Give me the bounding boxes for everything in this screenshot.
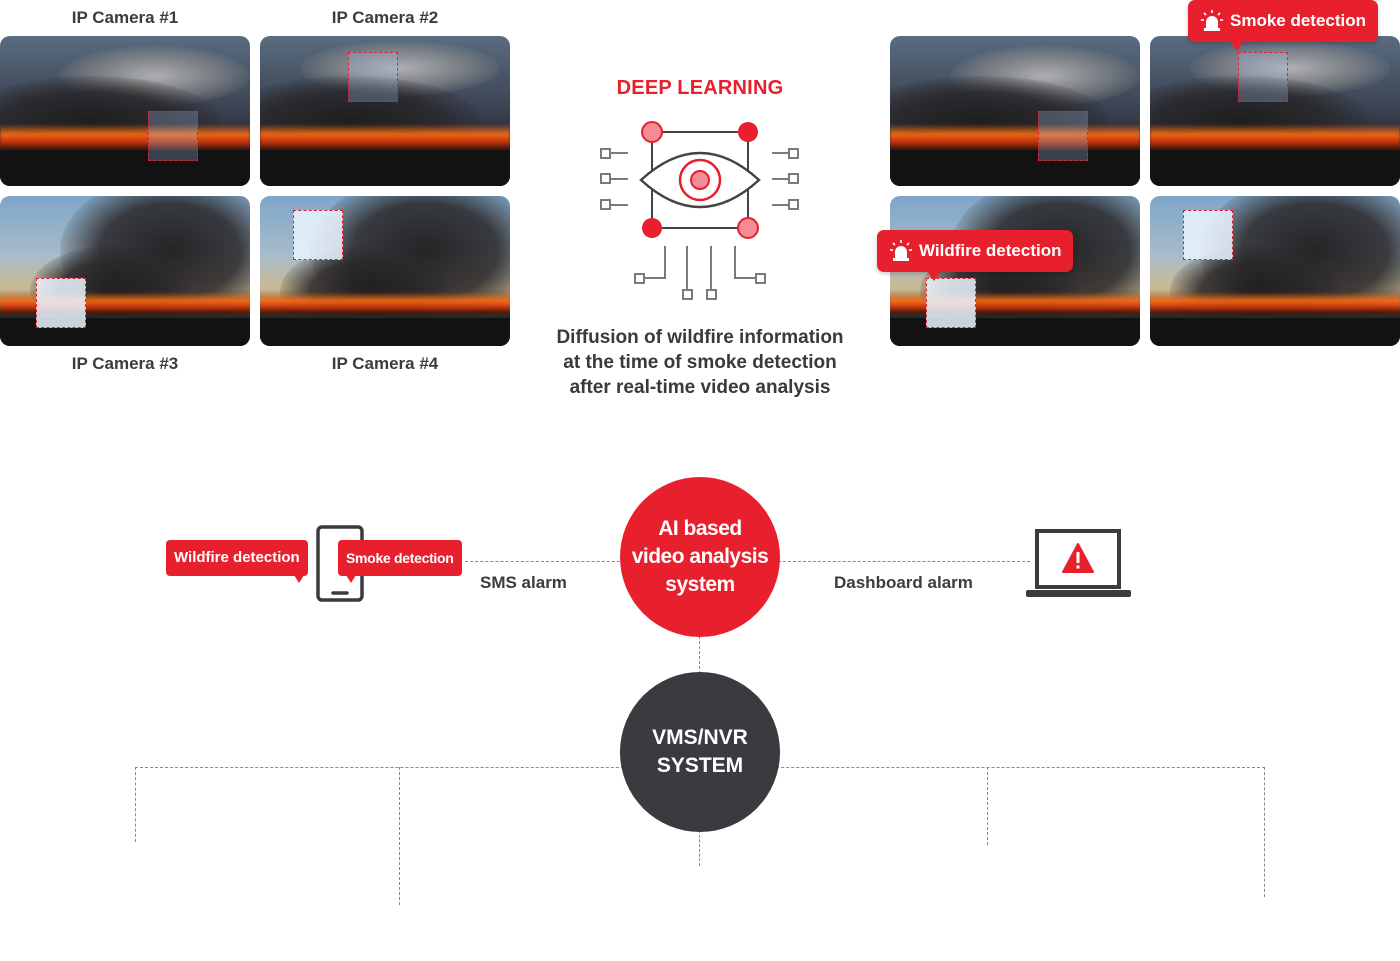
sms-smoke-badge: Smoke detection: [338, 540, 462, 583]
camera-drop-5: [1264, 767, 1265, 897]
ai-analysis-system: AI based video analysis system: [620, 477, 780, 637]
wildfire-alert-text: Wildfire detection: [919, 241, 1062, 260]
detected-feed-1[interactable]: [890, 36, 1140, 186]
ai-line-2: video analysis: [631, 545, 769, 568]
sms-wildfire-badge: Wildfire detection: [166, 540, 308, 583]
camera-1-label: IP Camera #1: [71, 8, 179, 27]
smoke-detection-alert: Smoke detection: [1188, 0, 1379, 51]
camera-2-label: IP Camera #2: [331, 8, 439, 27]
camera-drop-2: [399, 767, 400, 905]
description-line-3: after real-time video analysis: [569, 377, 831, 398]
laptop-warning-icon: [1026, 529, 1131, 597]
siren-icon: [1201, 10, 1223, 31]
camera-drop-1: [135, 767, 136, 842]
camera-2-feed[interactable]: [260, 36, 510, 186]
sms-connector: [465, 561, 625, 562]
detection-box: [36, 278, 86, 328]
smoke-alert-text: Smoke detection: [1230, 11, 1367, 30]
eye-network-icon: [600, 121, 799, 300]
deep-learning-description: Diffusion of wildfire information at the…: [530, 325, 870, 400]
ai-vms-connector: [699, 636, 700, 674]
vms-nvr-system: VMS/NVR SYSTEM: [620, 672, 780, 832]
detection-box: [348, 52, 398, 102]
sms-smoke-text: Smoke detection: [346, 550, 454, 566]
ai-line-3: system: [665, 573, 735, 596]
camera-3-label: IP Camera #3: [71, 354, 179, 373]
sms-wildfire-text: Wildfire detection: [174, 549, 300, 566]
camera-drop-4: [987, 767, 988, 845]
deep-learning-title: DEEP LEARNING: [616, 77, 784, 99]
detection-box: [1238, 52, 1288, 102]
camera-3-feed[interactable]: [0, 196, 250, 346]
camera-4-feed[interactable]: [260, 196, 510, 346]
sms-alarm-label: SMS alarm: [480, 573, 567, 592]
dashboard-alarm-label: Dashboard alarm: [834, 573, 973, 592]
detection-box: [1183, 210, 1233, 260]
camera-1-feed[interactable]: [0, 36, 250, 186]
vms-line-1: VMS/NVR: [652, 726, 748, 749]
vms-line-2: SYSTEM: [656, 754, 744, 777]
siren-icon: [890, 240, 912, 261]
detection-box: [926, 278, 976, 328]
wildfire-detection-alert: Wildfire detection: [877, 230, 1074, 281]
detected-feed-4[interactable]: [1150, 196, 1400, 346]
camera-drop-3: [699, 830, 700, 866]
detection-box: [293, 210, 343, 260]
detection-box: [148, 111, 198, 161]
detected-feed-2[interactable]: [1150, 36, 1400, 186]
description-line-2: at the time of smoke detection: [563, 352, 837, 373]
dashboard-connector: [778, 561, 1030, 562]
description-line-1: Diffusion of wildfire information: [556, 327, 844, 348]
detection-box: [1038, 111, 1088, 161]
camera-4-label: IP Camera #4: [331, 354, 439, 373]
ai-line-1: AI based: [658, 517, 742, 540]
